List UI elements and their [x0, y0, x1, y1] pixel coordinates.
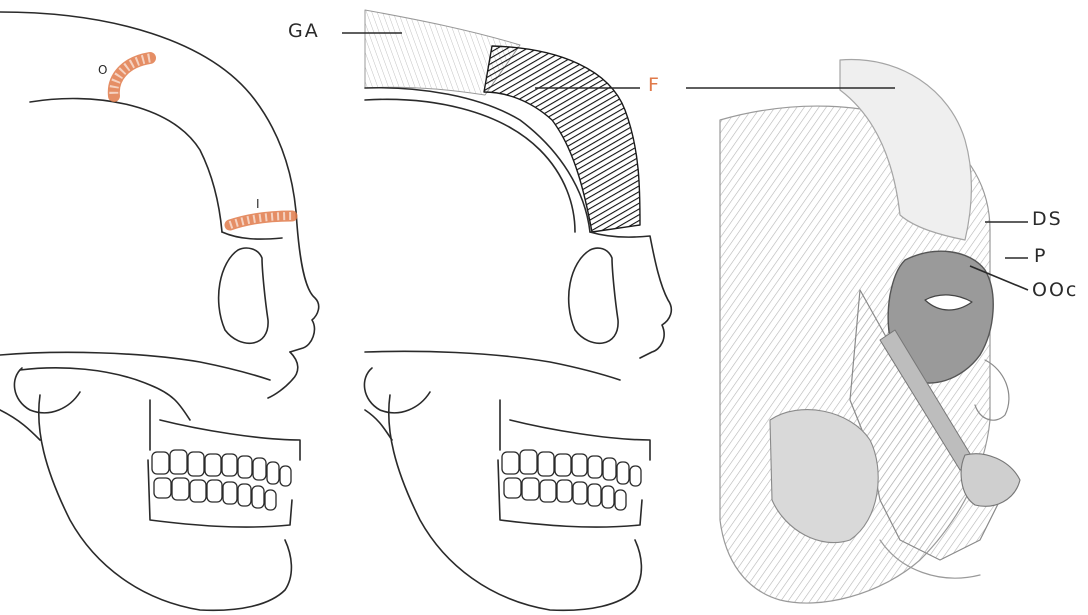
jaw-curve — [0, 410, 40, 440]
label-origin: O — [98, 64, 107, 76]
ear2-region — [364, 368, 430, 413]
label-ds: DS — [1032, 210, 1063, 229]
jaw2-curve — [365, 410, 392, 440]
orbit2 — [569, 248, 618, 343]
skull-inner-outline — [30, 98, 222, 232]
label-ooc: OOc — [1032, 281, 1078, 300]
lip-region — [961, 454, 1020, 507]
panel-frontalis-muscle — [364, 10, 671, 610]
skull2-inner-outline — [365, 99, 575, 232]
label-insertion: I — [256, 198, 260, 210]
brow-line — [222, 232, 282, 239]
label-ga: GA — [288, 22, 320, 41]
panel-facial-muscles-anatomy — [720, 60, 1020, 604]
lower-teeth — [154, 478, 276, 510]
skull-outer-outline — [0, 12, 319, 352]
panel-skull-attachments — [0, 12, 319, 610]
orbit — [219, 248, 269, 343]
brow2-line — [590, 232, 671, 358]
mandible-ramus — [39, 395, 292, 610]
label-p: P — [1034, 247, 1047, 266]
mandible2 — [389, 395, 642, 610]
ear-region — [14, 368, 80, 413]
cheek-line — [0, 352, 270, 380]
label-f: F — [648, 76, 661, 95]
lower-teeth-2 — [504, 478, 626, 510]
cheek2-line — [365, 351, 620, 380]
frontalis-muscle — [484, 46, 640, 232]
nasal-line — [268, 352, 298, 398]
